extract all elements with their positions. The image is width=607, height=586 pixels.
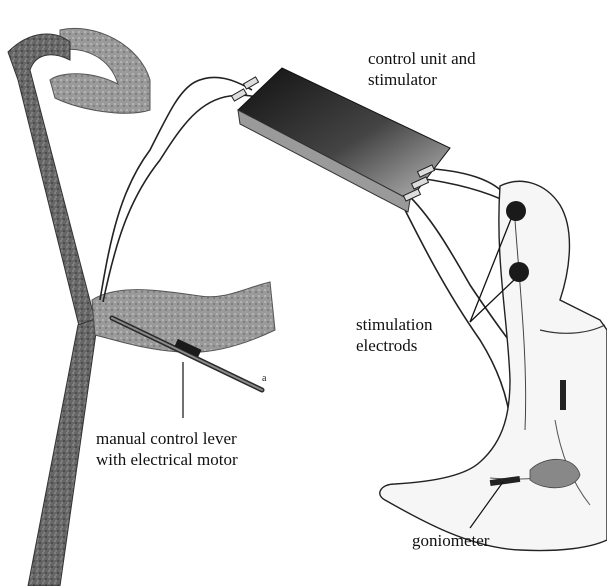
label-electrodes-line2: electrods — [356, 335, 433, 356]
electrode-lower — [509, 262, 529, 282]
crutch-lower-shaft — [28, 318, 98, 586]
goniometer-upper-strip — [560, 380, 566, 410]
crutch — [8, 28, 275, 586]
label-control-unit-line2: stimulator — [368, 69, 476, 90]
label-lever-line1: manual control lever — [96, 428, 238, 449]
label-lever: manual control lever with electrical mot… — [96, 428, 238, 470]
label-goniometer-text: goniometer — [412, 530, 489, 551]
svg-text:a: a — [262, 373, 267, 384]
label-control-unit-line1: control unit and — [368, 48, 476, 69]
label-electrodes: stimulation electrods — [356, 314, 433, 356]
label-control-unit: control unit and stimulator — [368, 48, 476, 90]
label-goniometer: goniometer — [412, 530, 489, 551]
label-electrodes-line1: stimulation — [356, 314, 433, 335]
electrode-upper — [506, 201, 526, 221]
label-lever-line2: with electrical motor — [96, 449, 238, 470]
